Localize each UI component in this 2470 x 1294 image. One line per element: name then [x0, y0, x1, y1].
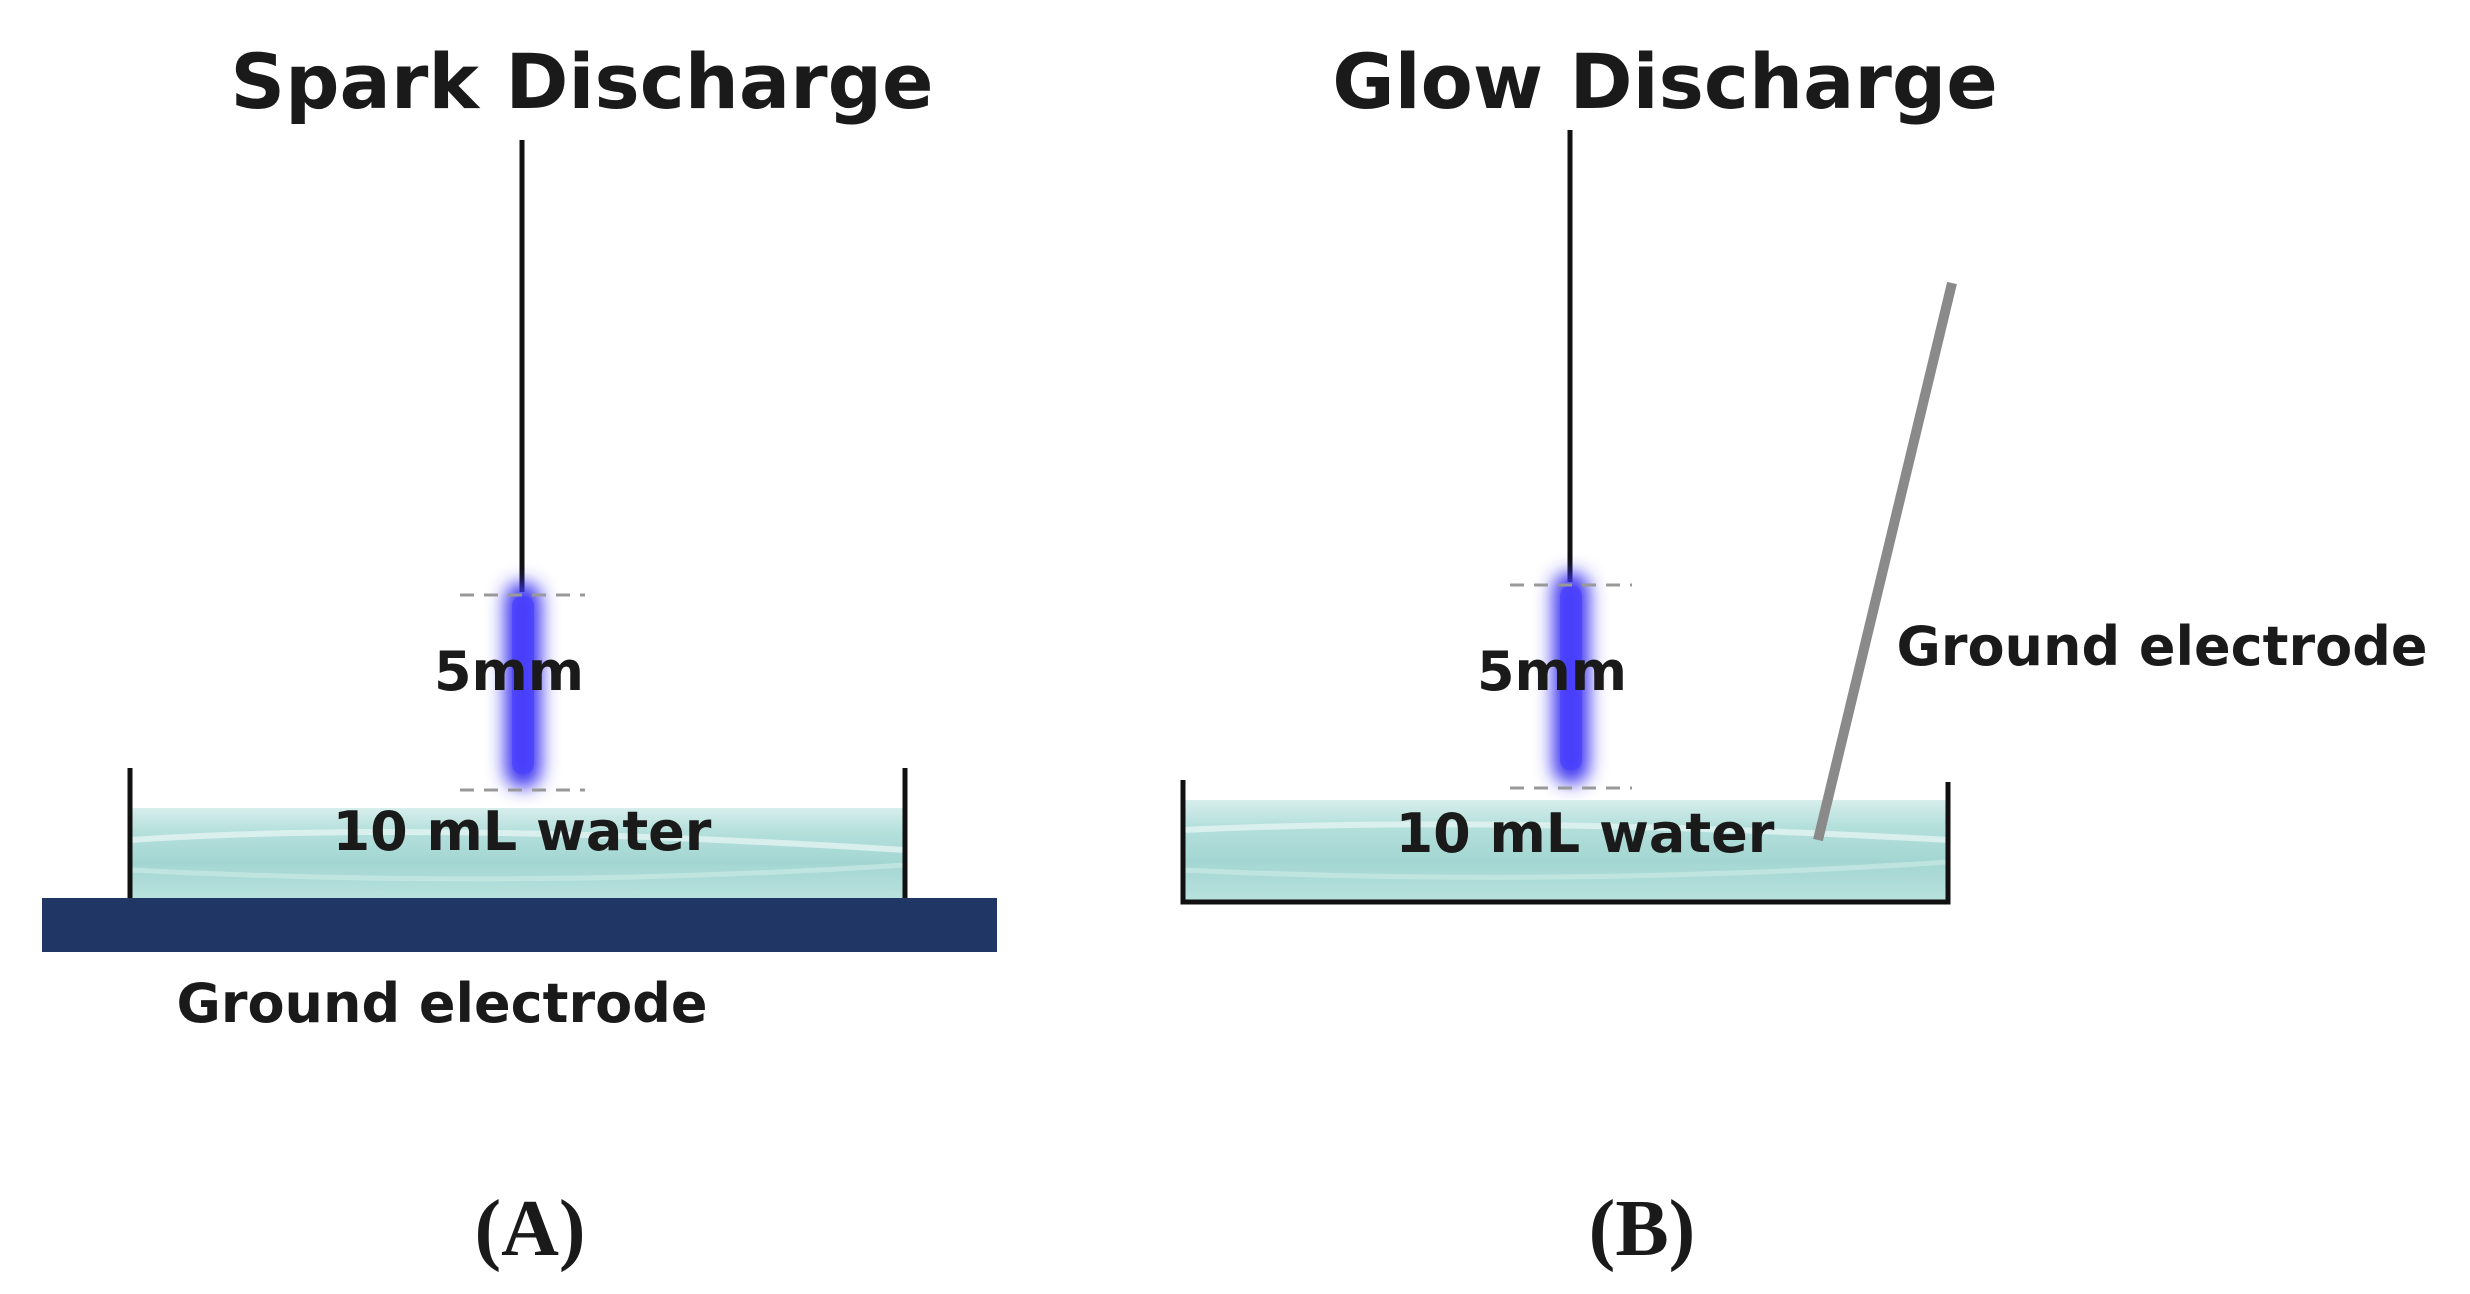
panel-a-water [130, 808, 905, 900]
panel-b-container [1180, 780, 1951, 905]
panel-a-water-label: 10 mL water [333, 800, 712, 863]
panel-b-ground-label: Ground electrode [1897, 615, 2428, 678]
panel-b-ground-rod [1813, 281, 1957, 842]
panel-a-ground-label: Ground electrode [177, 972, 708, 1035]
panel-a-ground-plate [42, 898, 997, 952]
panel-a-gap-label: 5mm [434, 640, 584, 703]
panel-b-water-label: 10 mL water [1396, 802, 1775, 865]
panel-b-title: Glow Discharge [1332, 37, 1998, 126]
panel-b-glow-discharge: Glow Discharge 5mm 10 mL water Ground el… [1180, 37, 2428, 1273]
panel-b-gap-label: 5mm [1477, 640, 1627, 703]
panel-a-label: (A) [474, 1185, 585, 1273]
panel-a-plasma-core [512, 596, 534, 774]
panel-b-plasma-core [1560, 586, 1582, 770]
panel-b-label: (B) [1589, 1185, 1696, 1273]
panel-a-spark-discharge: Spark Discharge 5mm 10 mL water Ground e… [42, 37, 997, 1273]
panel-a-title: Spark Discharge [230, 37, 933, 126]
